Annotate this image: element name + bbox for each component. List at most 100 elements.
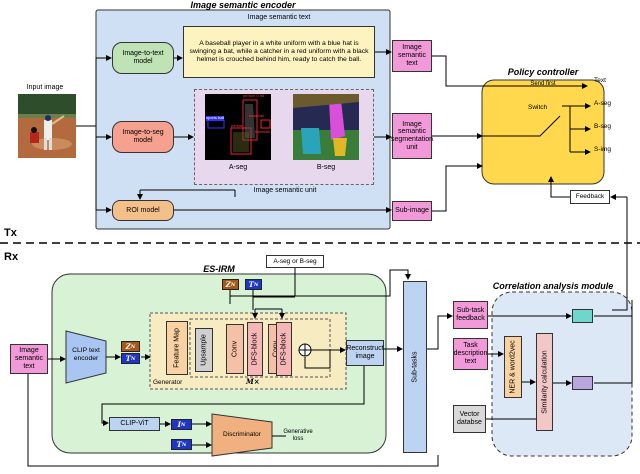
feedback-label: Feedback [575,193,605,201]
upsample-block: Upsample [195,328,213,372]
upsample-label: Upsample [200,334,208,366]
taskdesc-label: Task description text [453,342,488,365]
reconstruct-image: Reconstruct image [346,340,384,366]
semantic-unit-box: person 0.95 sports ball baseball person … [194,89,374,185]
vecdb-label: Vector databse [457,411,482,426]
discriminator-label: Discriminator [223,431,261,438]
image-to-text-model: Image-to-text model [112,42,174,74]
conv-block-1: Conv [226,324,244,374]
sub-tasks-box: Sub-tasks [403,281,427,453]
tok-t3-text: T [176,440,182,449]
encoder-title: Image semantic encoder [190,0,296,10]
rx-semantic-text: Image semantic text [10,344,48,374]
out-sub-image: Sub-image [392,201,432,221]
ner-word2vec: NER & word2vec [504,336,522,398]
caption-box: A baseball player in a white uniform wit… [183,26,375,78]
sub-task-feedback: Sub-task feedback [453,301,488,329]
text-panel-title: Image semantic text [247,14,311,21]
similarity-calculation: Similarity calculation [536,333,553,431]
task-description-text: Task description text [453,338,488,370]
seg-tag-3: person [231,123,244,128]
tok-t1-sub: N [253,281,259,288]
out-simg-policy: S-img [594,146,611,153]
reconstruct-label: Reconstruct image [346,345,384,360]
caption-text: A baseball player in a white uniform wit… [189,39,369,64]
out-semantic-text: Image semantic text [392,40,432,72]
generative-loss-label: Generative loss [283,429,313,442]
conv1-label: Conv [231,340,239,358]
correlation-title: Correlation analysis module [492,281,614,291]
teal-vector [572,309,593,323]
input-image-photo [18,94,76,158]
aseg-or-bseg-box: A-seg or B-seg [266,255,324,268]
subtasks-label: Sub-tasks [411,351,419,383]
input-image-label: Input image [26,84,64,91]
purple-vector [572,376,593,390]
tok-z1-text: Z [225,280,231,289]
out-seg-label: Image semantic segmentation unit [390,120,434,151]
aseg-image: person 0.95 sports ball baseball person … [205,93,271,160]
subfb-label: Sub-task feedback [456,307,485,322]
input-image [18,94,76,158]
dfs1-label: DFS-block [251,332,259,366]
send-first-label: Send first [530,81,556,87]
sim-label: Similarity calculation [541,350,548,414]
tok-i-sub: N [180,421,186,428]
clip-text-label: CLIP text encoder [72,347,100,362]
policy-title: Policy controller [507,67,579,77]
seg-tag-0: person 0.95 [243,93,265,99]
clip-text-encoder [65,330,107,384]
feedback-box: Feedback [570,190,610,204]
rx-text-label: Image semantic text [14,347,43,370]
tok-z1-sub: N [230,281,236,288]
aseg-or-bseg-label: A-seg or B-seg [273,257,317,265]
dfs2-label: DFS-block [280,332,288,366]
esirm-title: ES-IRM [203,264,235,274]
out-bseg-policy: B-seg [594,123,611,130]
tok-z2-sub: N [130,343,136,350]
tok-z2-text: Z [125,342,131,351]
roi-label: ROI model [126,206,160,214]
clip-vit-label: CLIP-ViT [120,420,149,428]
correlation-panel [491,291,633,457]
out-text-policy: Text [594,77,606,84]
dfs-block-1: DFS-block [247,322,263,376]
out-text-label: Image semantic text [397,44,426,67]
tok-t2-text: T [125,354,131,363]
generator-label: Generator [153,379,183,386]
out-aseg-policy: A-seg [594,100,611,107]
seg-tag-4: baseball [255,129,270,134]
seg-tag-1: sports ball [206,115,225,121]
bseg-caption: B-seg [316,164,336,171]
tok-t2-sub: N [130,355,136,362]
its-label: Image-to-seg model [122,129,164,144]
itt-label: Image-to-text model [122,50,164,65]
out-sub-label: Sub-image [395,207,429,215]
feature-map: Feature Map [166,321,188,375]
tok-t1-text: T [248,280,254,289]
seg-tag-2: baseball [249,113,264,118]
clip-vit: CLIP-ViT [109,417,160,431]
tx-label: Tx [4,227,17,239]
roi-model: ROI model [112,200,174,221]
unit-label: Image semantic unit [253,187,317,194]
repeat-region [189,318,331,378]
bseg-drawing [293,94,359,160]
dfs-block-2: DFS-block [276,322,292,376]
out-semantic-seg: Image semantic segmentation unit [390,113,434,159]
rx-label: Rx [4,251,19,263]
bseg-image [293,94,359,160]
feature-map-label: Feature Map [173,328,181,368]
tok-t3-sub: N [181,441,187,448]
repeat-label: M× [246,377,260,386]
switch-label: Switch [528,104,548,111]
aseg-drawing [207,99,271,155]
aseg-caption: A-seg [228,164,248,171]
